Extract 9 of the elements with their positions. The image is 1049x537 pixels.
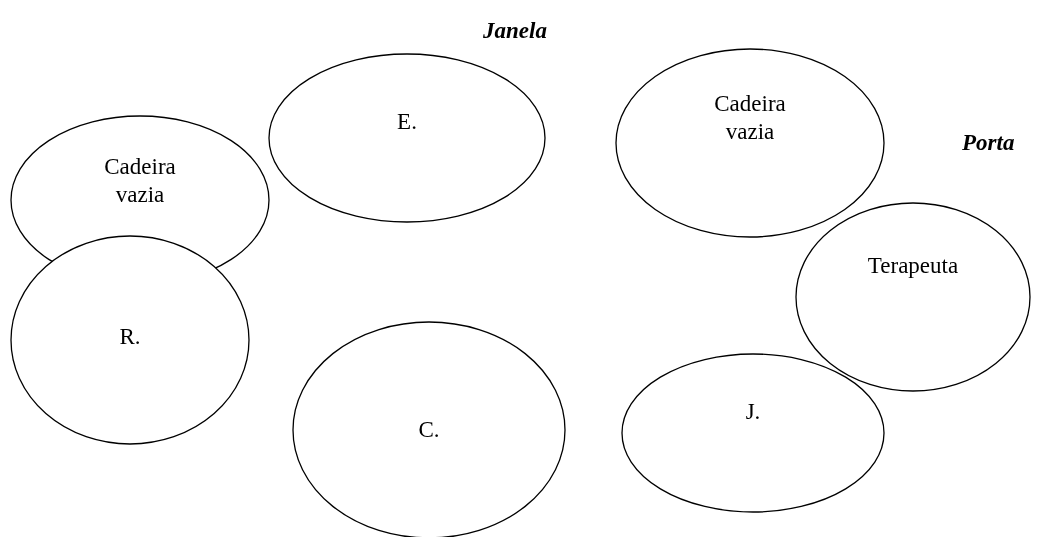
room-feature-label: Janela <box>483 18 547 44</box>
seat-name: Cadeira vazia <box>713 90 787 146</box>
seat-name: C. <box>418 416 440 444</box>
seat-name: J. <box>745 398 761 426</box>
seat-name: R. <box>119 323 141 351</box>
seat-name: Terapeuta <box>867 252 959 280</box>
seat-name: E. <box>397 108 417 136</box>
room-feature-label: Porta <box>962 130 1015 156</box>
seat-name: Cadeira vazia <box>103 153 177 209</box>
